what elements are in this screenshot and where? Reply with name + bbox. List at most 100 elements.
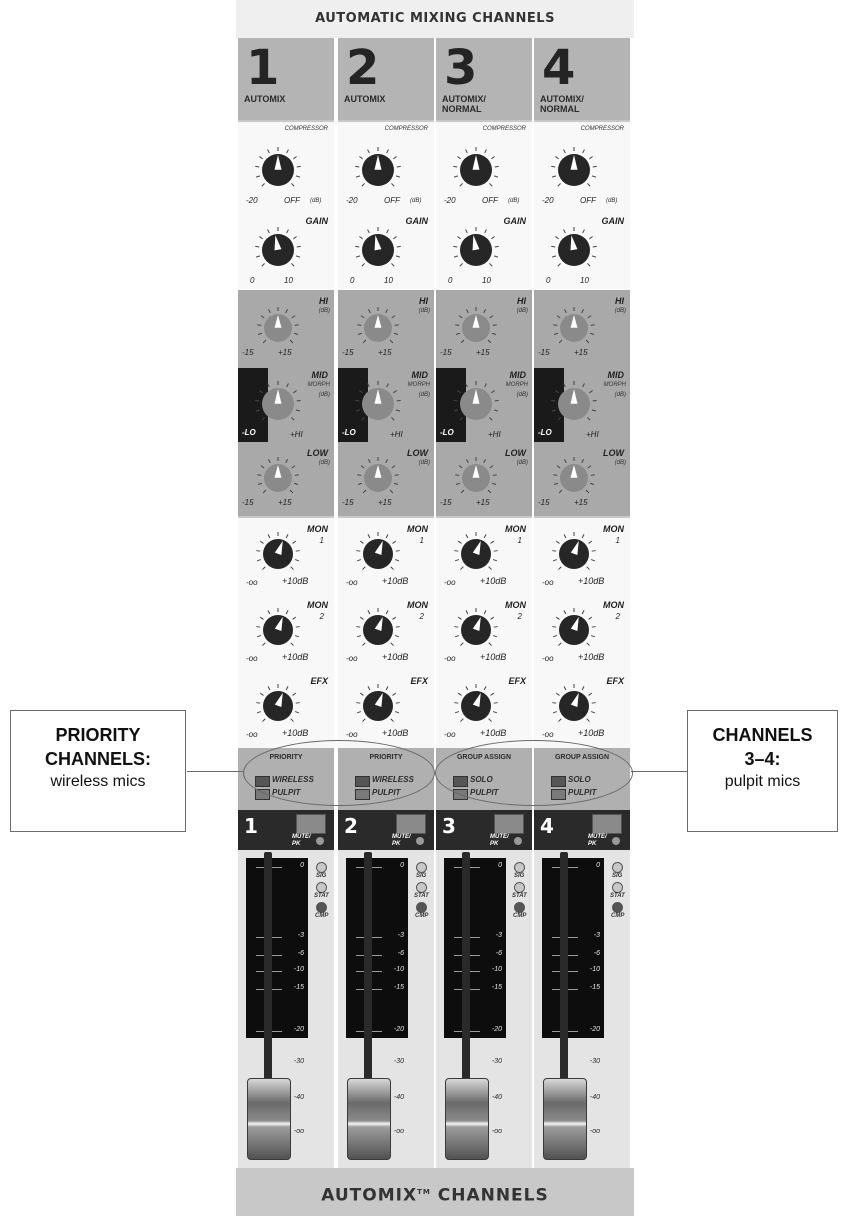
knob-tick bbox=[552, 559, 558, 562]
knob-pointer bbox=[274, 155, 282, 170]
compressor-knob[interactable] bbox=[450, 144, 502, 196]
knob-tick bbox=[557, 417, 561, 421]
mute-button[interactable] bbox=[494, 814, 524, 834]
mute-button[interactable] bbox=[296, 814, 326, 834]
mon2-knob[interactable] bbox=[353, 605, 403, 655]
knob-tick bbox=[291, 183, 295, 187]
fader-knob[interactable] bbox=[247, 1078, 291, 1160]
knob-tick bbox=[459, 417, 463, 421]
knob-tick bbox=[466, 459, 469, 464]
knob-tick bbox=[355, 245, 360, 248]
fader-scale-label: -40 bbox=[393, 1094, 404, 1101]
mute-button[interactable] bbox=[396, 814, 426, 834]
knob-tick bbox=[294, 711, 300, 714]
knob-tick bbox=[296, 245, 301, 248]
fader-knob[interactable] bbox=[445, 1078, 489, 1160]
knob-tick bbox=[592, 245, 597, 248]
knob-tick bbox=[389, 339, 394, 344]
knob-tick bbox=[267, 534, 271, 539]
mid-eq-knob[interactable] bbox=[252, 378, 304, 430]
sig-led bbox=[316, 862, 327, 873]
meter-scale-label: -10 bbox=[393, 966, 404, 973]
knob-tick bbox=[459, 183, 463, 187]
gain-label: GAIN bbox=[405, 216, 429, 226]
fader-knob[interactable] bbox=[543, 1078, 587, 1160]
compressor-knob[interactable] bbox=[548, 144, 600, 196]
mid-eq-knob[interactable] bbox=[352, 378, 404, 430]
knob-tick bbox=[394, 559, 400, 562]
morph-label: MORPH bbox=[603, 382, 626, 388]
low-eq-knob[interactable] bbox=[254, 454, 302, 502]
mid-hi-label: +HI bbox=[586, 430, 599, 439]
sig-led bbox=[514, 862, 525, 873]
hi-eq-knob[interactable] bbox=[550, 304, 598, 352]
knob-tick bbox=[552, 711, 558, 714]
gain-min-label: 0 bbox=[448, 276, 453, 285]
knob-tick bbox=[361, 183, 365, 187]
knob-tick bbox=[294, 482, 299, 485]
efx-knob[interactable] bbox=[549, 681, 599, 731]
channel-mode: AUTOMIX bbox=[244, 94, 286, 104]
knob-tick bbox=[395, 255, 401, 258]
mute-button[interactable] bbox=[592, 814, 622, 834]
gain-knob[interactable] bbox=[450, 224, 502, 276]
mon2-knob[interactable] bbox=[451, 605, 501, 655]
knob-tick bbox=[581, 309, 584, 314]
mon1-knob[interactable] bbox=[451, 529, 501, 579]
knob-tick bbox=[558, 566, 562, 570]
fader-track bbox=[462, 852, 470, 1152]
knob-tick bbox=[291, 465, 296, 469]
knob-tick bbox=[261, 417, 265, 421]
gain-knob[interactable] bbox=[352, 224, 404, 276]
hi-eq-knob[interactable] bbox=[254, 304, 302, 352]
knob-tick bbox=[489, 417, 493, 421]
knob-tick bbox=[489, 315, 494, 319]
efx-knob[interactable] bbox=[451, 681, 501, 731]
hi-eq-knob[interactable] bbox=[452, 304, 500, 352]
efx-knob[interactable] bbox=[353, 681, 403, 731]
knob-tick bbox=[563, 534, 567, 539]
knob-tick bbox=[359, 390, 363, 394]
compressor-knob[interactable] bbox=[352, 144, 404, 196]
knob-tick bbox=[490, 616, 495, 620]
knob-body bbox=[559, 691, 589, 721]
right-leader-line bbox=[631, 771, 687, 772]
mon1-knob[interactable] bbox=[353, 529, 403, 579]
channel-mode: AUTOMIX bbox=[344, 94, 386, 104]
efx-knob[interactable] bbox=[253, 681, 303, 731]
fader-knob[interactable] bbox=[347, 1078, 391, 1160]
mid-eq-knob[interactable] bbox=[450, 378, 502, 430]
mon2-knob[interactable] bbox=[253, 605, 303, 655]
mon1-knob[interactable] bbox=[549, 529, 599, 579]
gain-knob[interactable] bbox=[252, 224, 304, 276]
knob-tick bbox=[255, 409, 261, 412]
gain-knob[interactable] bbox=[548, 224, 600, 276]
knob-tick bbox=[555, 692, 560, 696]
efx-label: EFX bbox=[310, 676, 328, 686]
knob-tick bbox=[558, 339, 563, 344]
mon2-min-label: -oo bbox=[346, 654, 358, 663]
knob-tick bbox=[293, 156, 297, 160]
knob-tick bbox=[260, 465, 265, 469]
knob-tick bbox=[460, 339, 465, 344]
knob-tick bbox=[555, 540, 560, 544]
compressor-knob[interactable] bbox=[252, 144, 304, 196]
low-eq-knob[interactable] bbox=[452, 454, 500, 502]
low-eq-knob[interactable] bbox=[354, 454, 402, 502]
hi-eq-knob[interactable] bbox=[354, 304, 402, 352]
knob-tick bbox=[367, 149, 370, 154]
mon1-knob[interactable] bbox=[253, 529, 303, 579]
mid-eq-knob[interactable] bbox=[548, 378, 600, 430]
knob-tick bbox=[592, 399, 597, 402]
fader-scale-label: -oo bbox=[293, 1128, 304, 1135]
mon2-knob[interactable] bbox=[549, 605, 599, 655]
mon2-number: 2 bbox=[615, 612, 620, 621]
compressor-label: COMPRESSOR bbox=[384, 126, 428, 132]
efx-label: EFX bbox=[410, 676, 428, 686]
low-eq-knob[interactable] bbox=[550, 454, 598, 502]
knob-tick bbox=[494, 399, 499, 402]
